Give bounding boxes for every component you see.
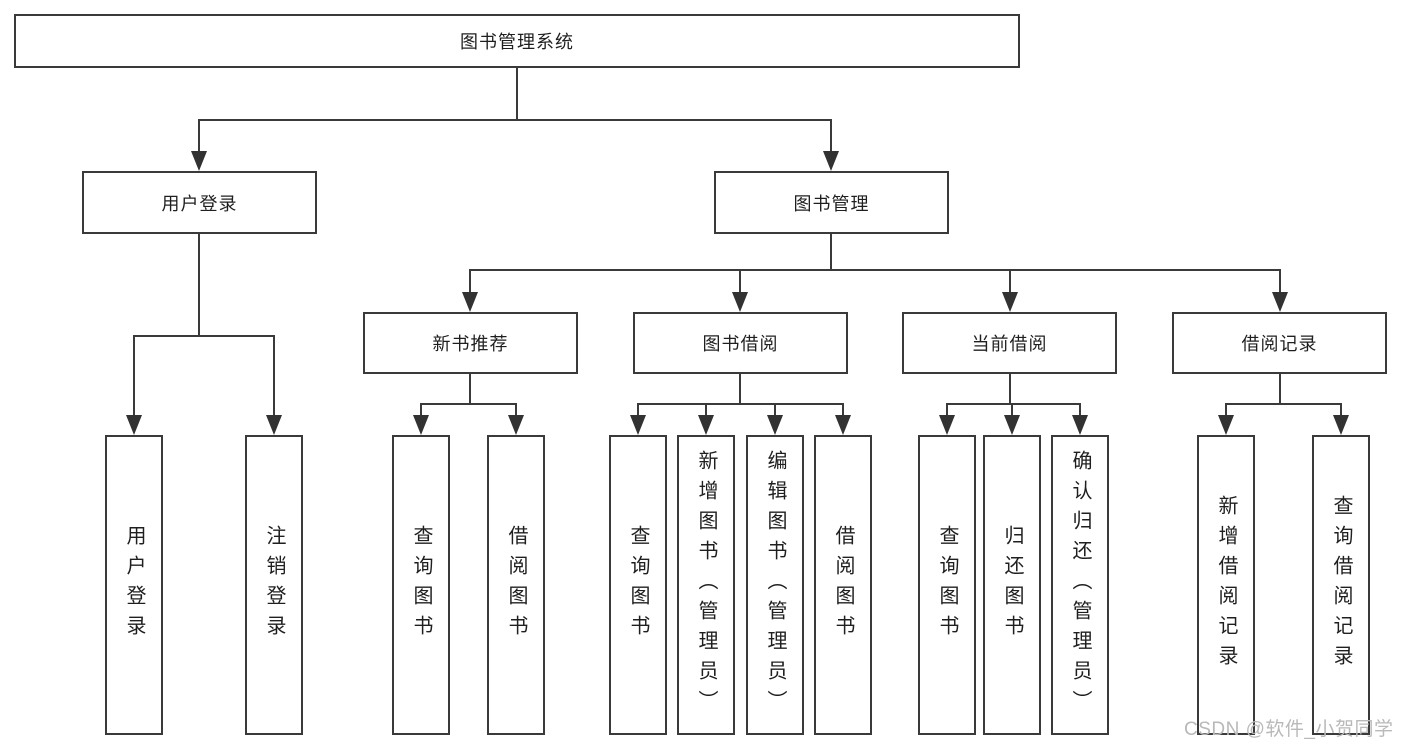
- arrow-down-icon: [1272, 292, 1288, 312]
- leaf-label: 归还图书: [1001, 525, 1023, 645]
- arrow-down-icon: [1004, 415, 1020, 435]
- connector-v: [830, 119, 832, 163]
- leaf-user-login: 用户登录: [105, 435, 163, 735]
- connector-v: [516, 68, 518, 121]
- leaf-borrow-books-recommend: 借阅图书: [487, 435, 545, 735]
- arrow-down-icon: [939, 415, 955, 435]
- leaf-label: 借阅图书: [832, 525, 854, 645]
- arrow-down-icon: [1072, 415, 1088, 435]
- connector-v: [198, 234, 200, 337]
- arrow-down-icon: [1218, 415, 1234, 435]
- leaf-confirm-return-admin: 确认归还（管理员）: [1051, 435, 1109, 735]
- leaf-label: 查询图书: [627, 525, 649, 645]
- connector-h: [133, 335, 275, 337]
- connector-v: [198, 119, 200, 163]
- arrow-down-icon: [1333, 415, 1349, 435]
- connector-h: [469, 269, 1281, 271]
- leaf-query-books-recommend: 查询图书: [392, 435, 450, 735]
- connector-v: [133, 335, 135, 427]
- leaf-label: 查询借阅记录: [1330, 495, 1352, 675]
- arrow-down-icon: [823, 151, 839, 171]
- leaf-borrow-books-borrowing: 借阅图书: [814, 435, 872, 735]
- arrow-down-icon: [732, 292, 748, 312]
- connector-v: [469, 269, 471, 304]
- node-label: 借阅记录: [1241, 334, 1318, 354]
- connector-h: [198, 119, 832, 121]
- arrow-down-icon: [413, 415, 429, 435]
- connector-h: [637, 403, 844, 405]
- arrow-down-icon: [1002, 292, 1018, 312]
- connector-v: [273, 335, 275, 427]
- leaf-label: 新增借阅记录: [1215, 495, 1237, 675]
- leaf-add-borrow-record: 新增借阅记录: [1197, 435, 1255, 735]
- node-book-borrowing: 图书借阅: [633, 312, 848, 374]
- connector-h: [946, 403, 1081, 405]
- connector-v: [469, 374, 471, 405]
- arrow-down-icon: [630, 415, 646, 435]
- node-book-management: 图书管理: [714, 171, 949, 234]
- connector-h: [420, 403, 517, 405]
- leaf-label: 借阅图书: [505, 525, 527, 645]
- connector-h: [1225, 403, 1342, 405]
- leaf-label: 用户登录: [123, 525, 145, 645]
- leaf-label: 注销登录: [263, 525, 285, 645]
- connector-v: [739, 269, 741, 304]
- arrow-down-icon: [191, 151, 207, 171]
- arrow-down-icon: [266, 415, 282, 435]
- connector-v: [830, 234, 832, 271]
- node-label: 图书管理系统: [460, 32, 574, 52]
- leaf-return-books: 归还图书: [983, 435, 1041, 735]
- node-user-login: 用户登录: [82, 171, 317, 234]
- node-library-management-system: 图书管理系统: [14, 14, 1020, 68]
- leaf-query-books-borrowing: 查询图书: [609, 435, 667, 735]
- watermark-text: CSDN @软件_小贺同学: [1184, 719, 1394, 740]
- connector-v: [1279, 269, 1281, 304]
- leaf-query-books-current: 查询图书: [918, 435, 976, 735]
- connector-v: [1009, 269, 1011, 304]
- node-label: 当前借阅: [971, 334, 1048, 354]
- leaf-label: 新增图书（管理员）: [695, 450, 717, 720]
- connector-v: [1009, 374, 1011, 405]
- arrow-down-icon: [508, 415, 524, 435]
- leaf-label: 查询图书: [410, 525, 432, 645]
- node-label: 用户登录: [161, 193, 238, 214]
- leaf-label: 确认归还（管理员）: [1069, 450, 1091, 720]
- arrow-down-icon: [126, 415, 142, 435]
- node-borrowing-records: 借阅记录: [1172, 312, 1387, 374]
- arrow-down-icon: [767, 415, 783, 435]
- node-label: 图书借阅: [702, 334, 779, 354]
- connector-v: [1279, 374, 1281, 405]
- arrow-down-icon: [462, 292, 478, 312]
- node-label: 图书管理: [793, 193, 870, 214]
- connector-v: [739, 374, 741, 405]
- leaf-label: 编辑图书（管理员）: [764, 450, 786, 720]
- leaf-edit-books-admin: 编辑图书（管理员）: [746, 435, 804, 735]
- leaf-label: 查询图书: [936, 525, 958, 645]
- leaf-logout-login: 注销登录: [245, 435, 303, 735]
- arrow-down-icon: [698, 415, 714, 435]
- node-current-borrowing: 当前借阅: [902, 312, 1117, 374]
- leaf-add-books-admin: 新增图书（管理员）: [677, 435, 735, 735]
- node-new-book-recommendation: 新书推荐: [363, 312, 578, 374]
- arrow-down-icon: [835, 415, 851, 435]
- node-label: 新书推荐: [432, 334, 509, 354]
- leaf-query-borrow-record: 查询借阅记录: [1312, 435, 1370, 735]
